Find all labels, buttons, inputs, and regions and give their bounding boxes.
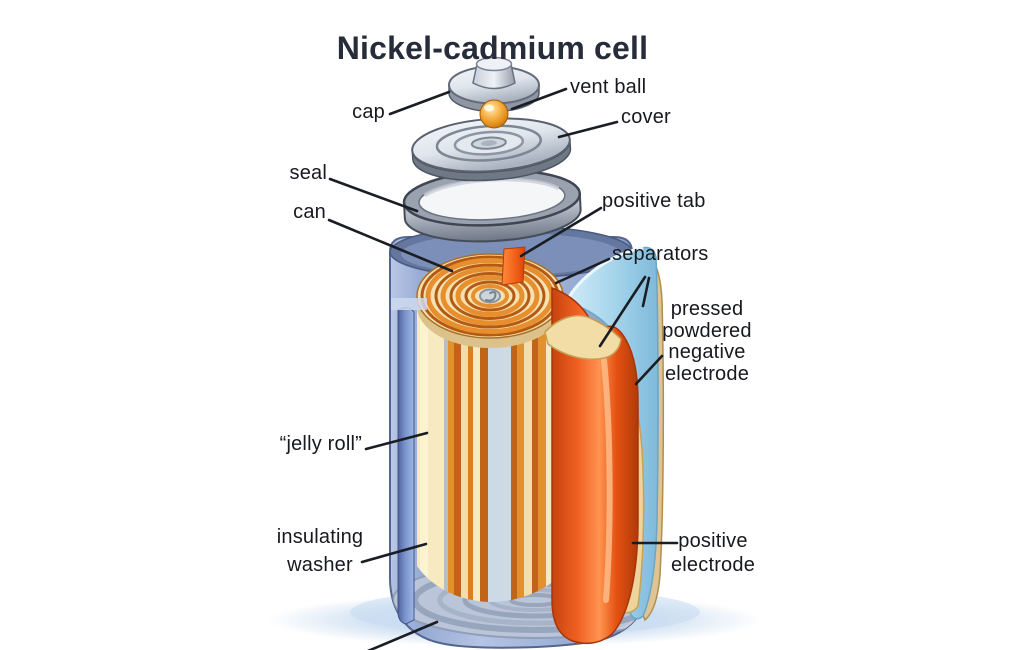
label-positive-electrode: positive electrode bbox=[670, 530, 756, 576]
label-jelly-roll: “jelly roll” bbox=[279, 433, 362, 455]
leader-insulating-washer bbox=[360, 542, 428, 564]
leader-jelly-roll bbox=[364, 431, 429, 451]
leader-cover bbox=[557, 120, 619, 139]
label-cap: cap bbox=[352, 101, 385, 123]
page-title: Nickel-cadmium cell bbox=[336, 30, 649, 67]
label-separators: separators bbox=[612, 243, 709, 265]
vent-ball bbox=[479, 99, 509, 129]
leader-positive-tab bbox=[519, 206, 603, 258]
separator-curl bbox=[544, 314, 622, 360]
positive-tab bbox=[501, 246, 526, 286]
can-cut-edge bbox=[391, 298, 427, 625]
jelly-roll bbox=[416, 253, 564, 602]
label-negative-electrode: pressed powdered negative electrode bbox=[662, 298, 752, 385]
label-can: can bbox=[293, 201, 326, 223]
leader-cap bbox=[388, 90, 451, 116]
leader-separators-3 bbox=[641, 276, 651, 308]
leader-negative-electrode bbox=[634, 354, 664, 386]
label-cover: cover bbox=[621, 106, 671, 128]
leader-bottom-cutoff bbox=[367, 620, 439, 650]
leader-vent-ball bbox=[510, 87, 568, 111]
leader-separators-1 bbox=[554, 257, 611, 285]
label-seal: seal bbox=[289, 162, 327, 184]
leader-lines bbox=[327, 87, 679, 650]
leader-seal bbox=[328, 177, 419, 213]
label-vent-ball: vent ball bbox=[570, 76, 647, 98]
label-positive-tab: positive tab bbox=[602, 190, 706, 212]
leader-can bbox=[327, 218, 454, 273]
cap bbox=[448, 56, 540, 113]
label-insulating-washer: insulating washer bbox=[276, 526, 364, 576]
leader-separators-2 bbox=[598, 275, 647, 348]
electrode-sheets bbox=[544, 246, 665, 645]
